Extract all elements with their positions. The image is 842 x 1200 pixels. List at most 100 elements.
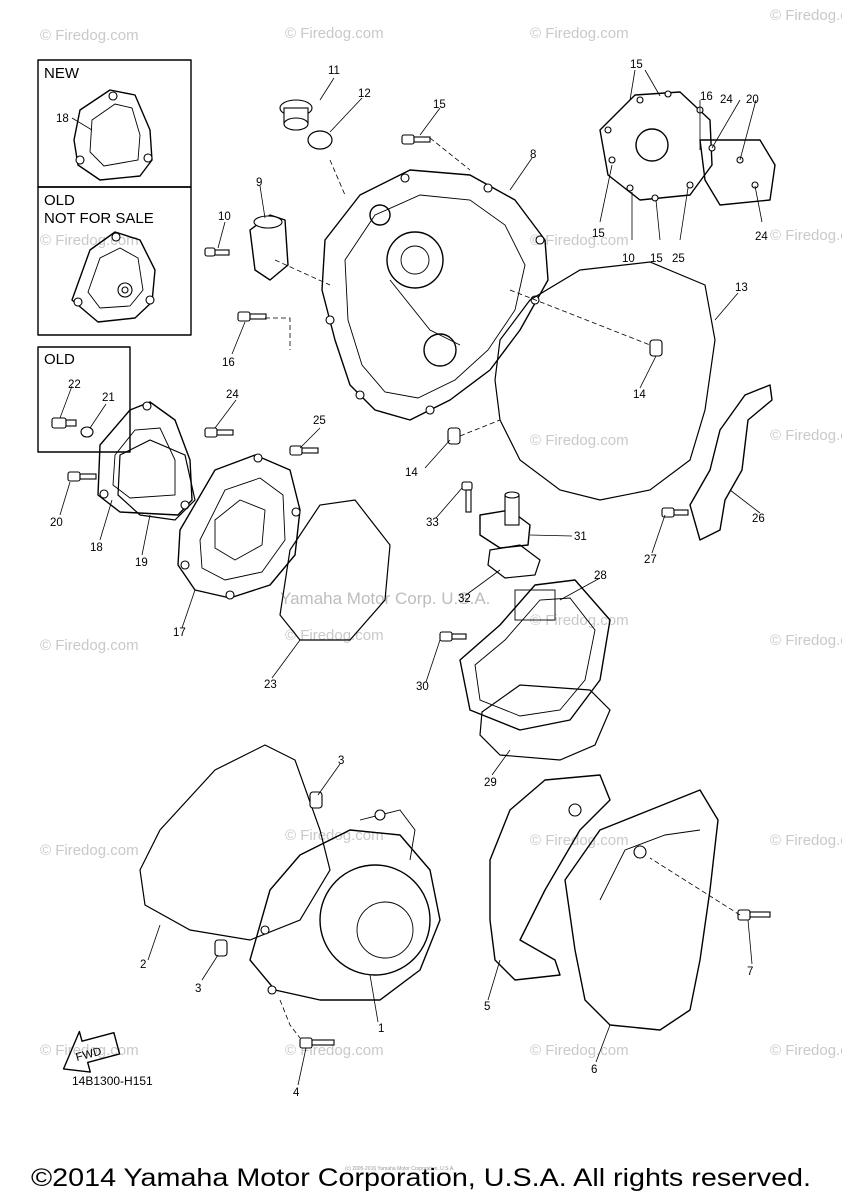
callout-label: 3 xyxy=(195,983,201,995)
old-small-label: OLD xyxy=(44,351,75,368)
bolt-10-left xyxy=(204,247,230,257)
part-12-o-ring xyxy=(307,130,333,150)
new-cover-hole xyxy=(108,91,118,101)
callout-label: 10 xyxy=(218,211,231,223)
callout-label: 2 xyxy=(140,959,146,971)
callout-label: 17 xyxy=(173,627,186,639)
callout-numbers: 1 2 3 3 4 5 6 7 8 9 10 10 11 12 13 14 14… xyxy=(50,59,768,1099)
bolt-22 xyxy=(51,417,67,429)
old-cover-inner xyxy=(87,247,144,309)
old-cover-plug-center xyxy=(121,286,129,294)
callout-label: 20 xyxy=(746,94,759,106)
callout-label: 16 xyxy=(700,91,713,103)
callout-label: 30 xyxy=(416,681,429,693)
callout-label: 32 xyxy=(458,593,471,605)
bolt-24-left xyxy=(204,427,234,438)
part-18-cover xyxy=(97,401,193,516)
bolt-33 xyxy=(461,481,473,513)
watermark-text: © Firedog.com xyxy=(770,7,842,24)
callout-label: 25 xyxy=(672,253,685,265)
watermark-text: © Firedog.com xyxy=(530,1042,629,1059)
part-9-cap xyxy=(249,214,289,281)
new-label: NEW xyxy=(44,65,80,82)
callout-label: 13 xyxy=(735,282,748,294)
part-5-cover xyxy=(489,774,611,981)
watermark-text: © Firedog.com xyxy=(285,25,384,42)
callout-label: 7 xyxy=(747,966,753,978)
part-26-bracket xyxy=(689,384,773,541)
watermark-text: © Firedog.com xyxy=(770,427,842,444)
old-cover-hole xyxy=(145,295,155,305)
part-17-cover xyxy=(177,453,301,600)
old-label: OLD xyxy=(44,192,75,209)
callout-label: 9 xyxy=(256,177,262,189)
part-6-cover xyxy=(564,789,719,1031)
callout-label: 15 xyxy=(650,253,663,265)
watermark-text: © Firedog.com xyxy=(770,1042,842,1059)
new-cover-inner xyxy=(89,103,141,167)
old-not-for-sale-box xyxy=(37,186,192,336)
callout-label: 3 xyxy=(338,755,344,767)
callout-label: 11 xyxy=(328,65,340,77)
part-29-gasket xyxy=(479,684,611,761)
part-2-gasket xyxy=(139,744,331,941)
old-cover-hole xyxy=(73,297,83,307)
alignment-lines xyxy=(265,137,741,1039)
bolt-30 xyxy=(439,631,467,642)
watermark-text: © Firedog.com xyxy=(530,232,629,249)
callout-label: 4 xyxy=(293,1087,300,1099)
watermark-text: © Firedog.com xyxy=(530,25,629,42)
new-cover-shape xyxy=(73,89,153,181)
bolt-15-top xyxy=(401,134,431,145)
callout-label: 14 xyxy=(405,467,418,479)
callout-label: 10 xyxy=(622,253,635,265)
bolt-20 xyxy=(67,471,97,482)
callout-label: 24 xyxy=(755,231,768,243)
tiny-credit: (c) 2005-2016 Yamaha Motor Corporation, … xyxy=(345,1166,455,1172)
watermark-text: © Firedog.com xyxy=(285,627,384,644)
callout-label: 15 xyxy=(630,59,643,71)
leader-lines xyxy=(59,69,763,1086)
callout-label: 14 xyxy=(633,389,646,401)
watermark-text: © Firedog.com xyxy=(770,227,842,244)
old-cover-shape xyxy=(71,231,156,323)
callout-label: 12 xyxy=(358,88,371,100)
watermarks: © Firedog.com © Firedog.com © Firedog.co… xyxy=(40,7,842,1059)
callout-label: 1 xyxy=(378,1023,384,1035)
callout-label: 18 xyxy=(56,113,69,125)
watermark-text: © Firedog.com xyxy=(40,27,139,44)
callout-label: 19 xyxy=(135,557,148,569)
part-23-gasket xyxy=(279,499,391,641)
callout-label: 6 xyxy=(591,1064,597,1076)
part-8-cover xyxy=(321,169,549,421)
callout-label: 28 xyxy=(594,570,607,582)
part-13-gasket xyxy=(494,261,716,501)
part-1-cover xyxy=(249,809,441,1001)
callout-label: 20 xyxy=(50,517,63,529)
callout-label: 15 xyxy=(592,228,605,240)
part-11-thermostat xyxy=(279,99,313,131)
dowel-14-right xyxy=(649,339,663,357)
callout-label: 27 xyxy=(644,554,657,566)
new-cover-hole xyxy=(75,155,85,165)
callout-label: 18 xyxy=(90,542,103,554)
bolt-22-shank xyxy=(65,419,77,427)
new-cover-hole xyxy=(143,153,153,163)
part-28-cover xyxy=(459,579,611,731)
callout-label: 15 xyxy=(433,99,446,111)
inset-cover-detail xyxy=(599,90,776,206)
watermark-text: © Firedog.com xyxy=(770,632,842,649)
reference-boxes: NEW OLD NOT FOR SALE OLD xyxy=(37,59,192,453)
watermark-text: © Firedog.com xyxy=(285,827,384,844)
old-cover-hole xyxy=(111,232,121,242)
watermark-text: © Firedog.com xyxy=(40,637,139,654)
callout-label: 24 xyxy=(720,94,733,106)
callout-label: 21 xyxy=(102,392,115,404)
bolt-25-left xyxy=(289,445,319,456)
watermark-text: © Firedog.com xyxy=(40,842,139,859)
bolt-27 xyxy=(661,507,689,518)
callout-label: 29 xyxy=(484,777,497,789)
old-small-box xyxy=(37,346,131,453)
part-31-pipe xyxy=(479,491,531,549)
watermark-text: © Firedog.com xyxy=(530,832,629,849)
